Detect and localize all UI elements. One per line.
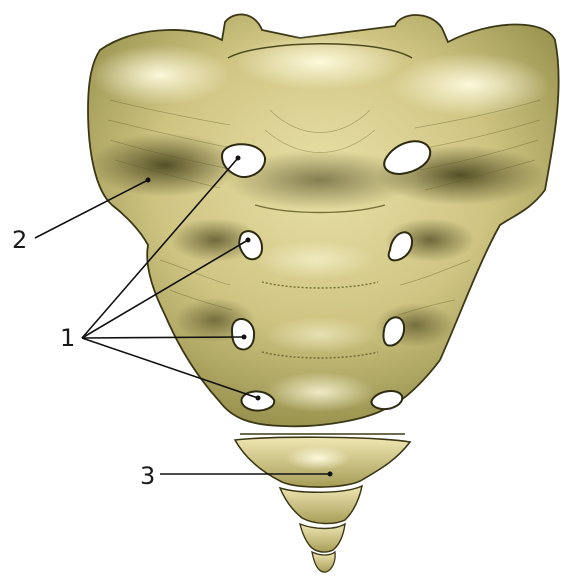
leader-1-dot-4 [256, 396, 261, 401]
coccyx-segment-2 [280, 486, 362, 524]
label-3: 3 [140, 462, 155, 490]
leader-2-dot [146, 178, 151, 183]
labels: 1 2 3 [12, 226, 155, 490]
label-1: 1 [60, 324, 75, 352]
label-2: 2 [12, 226, 27, 254]
body-highlight-2 [255, 240, 375, 280]
body-highlight-3 [265, 317, 375, 353]
leader-1-dot-1 [236, 156, 241, 161]
leader-1-dot-3 [242, 335, 247, 340]
right-ala-highlight [390, 53, 550, 117]
coccyx-segment-4 [312, 552, 335, 572]
coccyx-segment-3 [300, 524, 345, 552]
left-ala-highlight [90, 45, 230, 105]
coccyx [235, 434, 410, 572]
foramen-left-3 [232, 319, 254, 349]
leader-1-dot-2 [246, 238, 251, 243]
coccyx-highlight [286, 446, 350, 470]
leader-1-to-foramen-3 [82, 337, 244, 338]
base-highlight [235, 34, 405, 90]
leader-3-dot [328, 472, 333, 477]
body-highlight-4 [265, 372, 375, 412]
